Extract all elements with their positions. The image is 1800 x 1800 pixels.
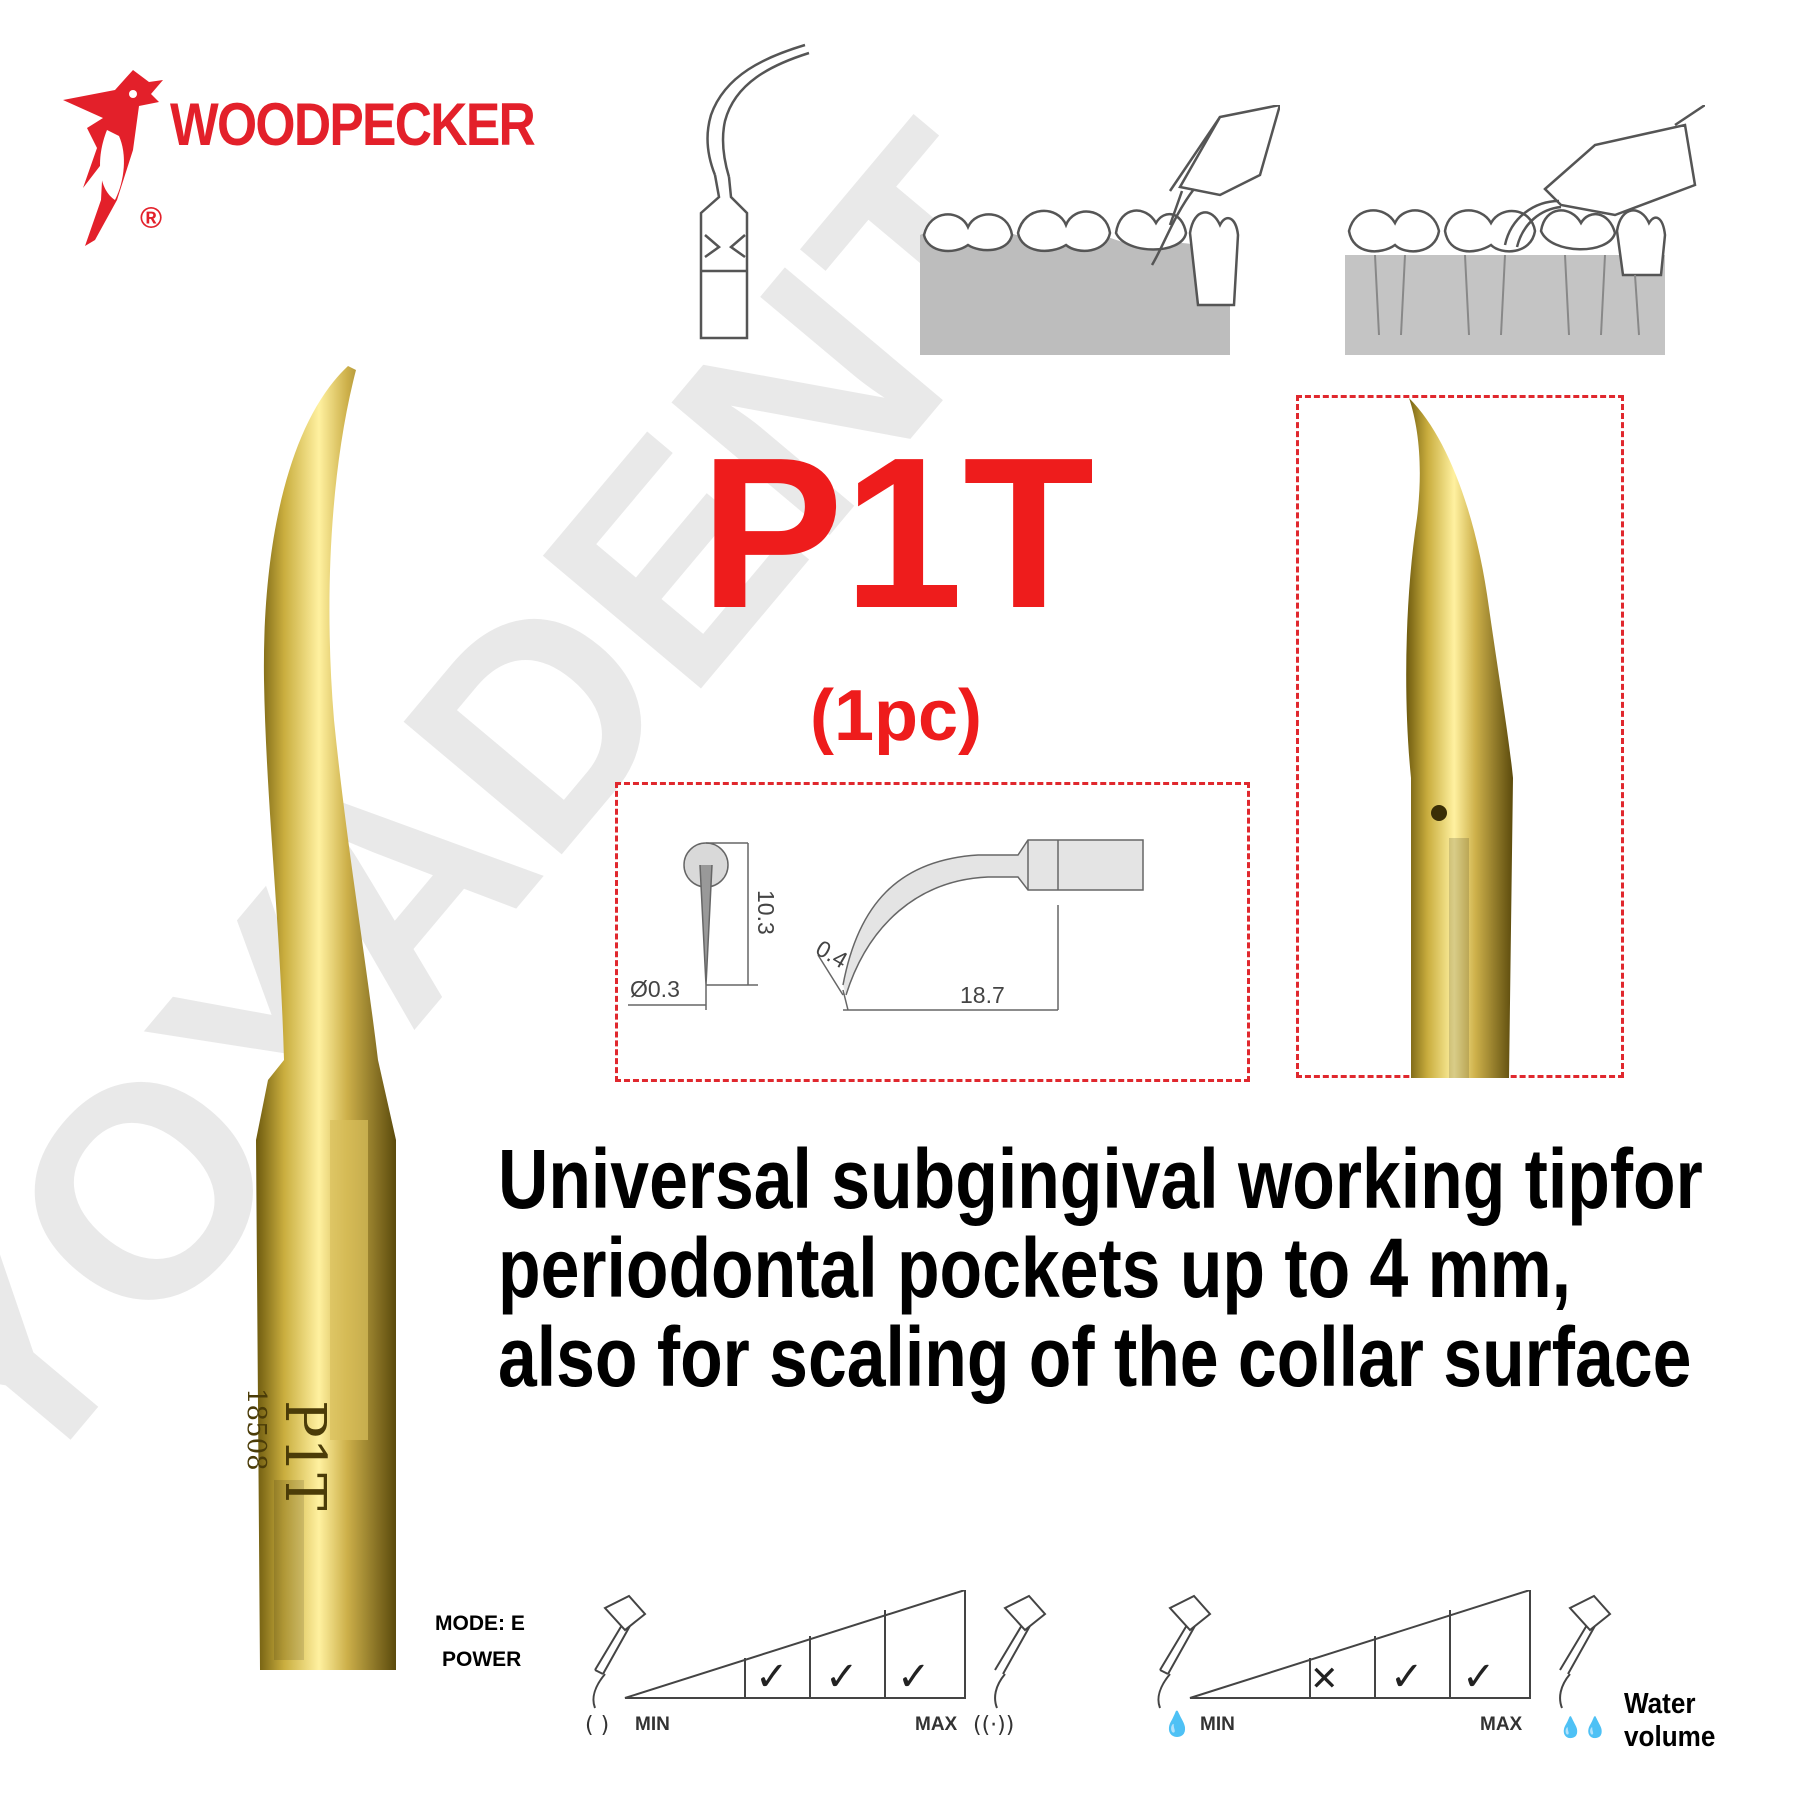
mode-label: MODE: E xyxy=(435,1612,525,1635)
water-level-1-cross-icon: ✕ xyxy=(1310,1659,1339,1699)
description-line: also for scaling of the collar surface xyxy=(498,1310,1692,1405)
description-line: periodontal pockets up to 4 mm, xyxy=(498,1221,1572,1316)
vibration-low-icon: ( ) xyxy=(585,1713,609,1738)
engraved-model: P1T xyxy=(272,1400,336,1511)
product-quantity: (1pc) xyxy=(810,676,983,756)
product-description: Universal subgingival working tipfor per… xyxy=(498,1132,1703,1405)
tip-on-lower-teeth-icon xyxy=(920,105,1280,355)
tip-closeup-photo xyxy=(1406,398,1513,1078)
power-label: POWER xyxy=(442,1648,522,1671)
water-drop-high-icon: 💧💧 xyxy=(1558,1715,1608,1739)
power-level-2-check-icon: ✓ xyxy=(825,1654,859,1700)
water-min-label: MIN xyxy=(1200,1714,1235,1735)
engraved-serial: 18508 xyxy=(241,1388,271,1471)
tip-on-upper-teeth-icon xyxy=(1345,105,1705,355)
woodpecker-logo-icon xyxy=(63,70,163,246)
brand-name: WOODPECKER xyxy=(170,91,536,158)
scaler-tip-photo xyxy=(256,366,396,1670)
power-max-label: MAX xyxy=(915,1714,958,1735)
description-line: Universal subgingival working tipfor xyxy=(498,1132,1703,1226)
power-level-3-check-icon: ✓ xyxy=(897,1654,931,1700)
dimension-drawing-box: 10.3 Ø0.3 0.4 18.7 xyxy=(615,782,1250,1082)
water-max-label: MAX xyxy=(1480,1714,1523,1735)
vibration-high-icon: ((·)) xyxy=(973,1713,1014,1738)
power-scale-chart: MIN MAX ✓ ✓ ✓ ( ) ((·)) xyxy=(585,1590,1047,1738)
power-min-label: MIN xyxy=(635,1714,670,1735)
product-model-title: P1T xyxy=(700,412,1095,653)
water-drop-low-icon: 💧 xyxy=(1162,1710,1192,1738)
water-volume-label: Water volume xyxy=(1624,1688,1716,1753)
tip-outline-icon xyxy=(699,43,810,340)
reach-dimension: 18.7 xyxy=(960,982,1005,1008)
dimension-drawing: 10.3 Ø0.3 0.4 18.7 xyxy=(628,839,1144,1011)
length-dimension: 10.3 xyxy=(753,890,779,935)
water-scale-chart: MIN MAX ✕ ✓ ✓ 💧 💧💧 xyxy=(1157,1590,1612,1739)
registered-mark: ® xyxy=(140,202,163,235)
tip-diameter-dimension: Ø0.3 xyxy=(630,976,680,1002)
water-level-3-check-icon: ✓ xyxy=(1462,1654,1496,1700)
water-level-2-check-icon: ✓ xyxy=(1390,1654,1424,1700)
power-level-1-check-icon: ✓ xyxy=(755,1654,789,1700)
engraved-marking: P1T 18508 xyxy=(241,1388,336,1511)
tip-closeup-box xyxy=(1296,395,1624,1078)
